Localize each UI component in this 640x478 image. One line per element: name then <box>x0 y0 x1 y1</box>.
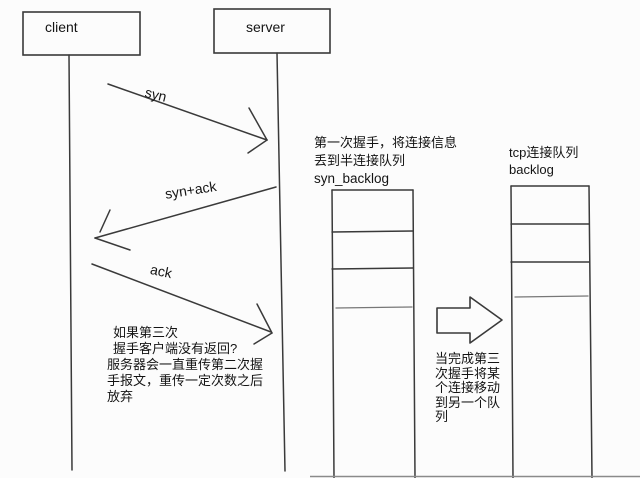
move-note: 当完成第三 次握手将某 个连接移动 到另一个队 列 <box>435 351 501 425</box>
accept-queue-label-line: tcp连接队列 <box>509 145 579 160</box>
retransmit-note: 如果第三次 握手客户端没有返回? 服务器会一直重传第二次握 手报文，重传一定次数… <box>107 325 263 405</box>
move-note-line: 当完成第三 <box>435 351 501 366</box>
move-note-line: 列 <box>435 409 449 424</box>
move-note-line: 次握手将某 <box>435 365 501 381</box>
syn-queue-divider <box>331 267 414 270</box>
retransmit-note-line: 如果第三次 <box>113 325 179 340</box>
syn-arrow <box>107 83 268 154</box>
retransmit-note-line: 服务器会一直重传第二次握 <box>107 357 264 372</box>
syn-queue-name: syn_backlog <box>314 171 390 186</box>
tcp-queue-divider <box>514 295 589 298</box>
ack-arrow <box>91 263 273 345</box>
client-box <box>22 11 141 56</box>
client-label: client <box>45 19 78 35</box>
move-right-block-arrow <box>436 296 503 344</box>
syn-queue-annotation-line: 第一次握手，将连接信息 <box>314 135 458 150</box>
server-box <box>213 8 331 54</box>
syn-queue-annotation-line: 丢到半连接队列 <box>314 153 406 168</box>
retransmit-note-line: 握手客户端没有返回? <box>113 341 238 356</box>
syn-queue-annotation: 第一次握手，将连接信息 丢到半连接队列 syn_backlog <box>314 134 457 188</box>
tcp-backlog-queue <box>510 185 593 478</box>
syn-backlog-queue <box>331 189 416 478</box>
move-note-line: 到另一个队 <box>435 394 501 410</box>
accept-queue-label: tcp连接队列 backlog <box>509 144 578 178</box>
retransmit-note-line: 放弃 <box>107 389 134 404</box>
syn-ack-arrow <box>94 186 277 251</box>
server-label: server <box>246 19 285 35</box>
accept-queue-label-line: backlog <box>509 162 554 177</box>
move-note-line: 个连接移动 <box>435 380 501 395</box>
retransmit-note-line: 手报文，重传一定次数之后 <box>107 373 264 388</box>
syn-queue-divider <box>331 230 414 233</box>
syn-queue-divider <box>335 306 413 309</box>
server-lifeline <box>276 52 286 472</box>
client-lifeline <box>68 54 73 471</box>
